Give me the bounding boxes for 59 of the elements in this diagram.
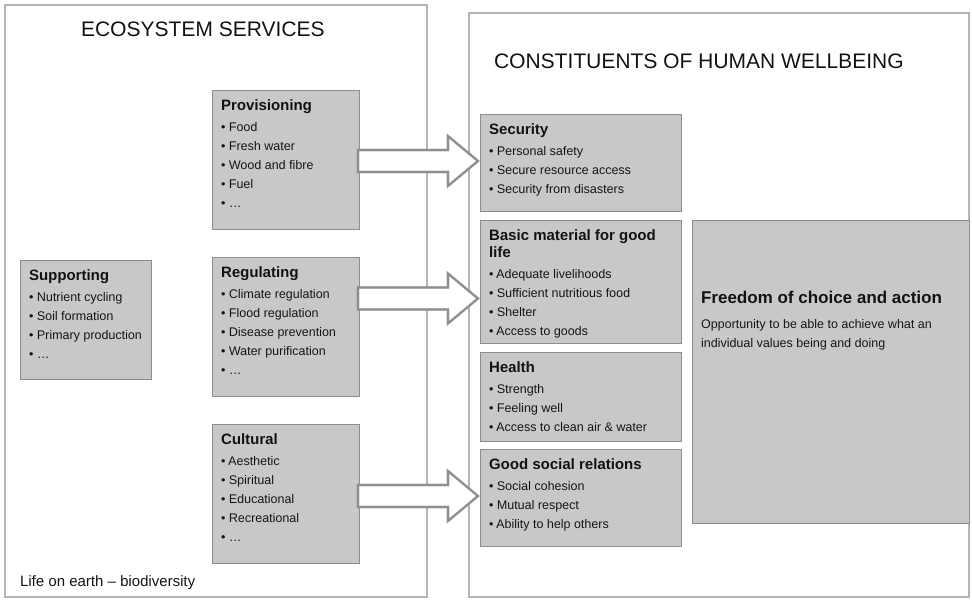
box-heading: Regulating	[221, 264, 300, 281]
list-item: • …	[221, 362, 242, 379]
list-item: • Fresh water	[221, 138, 296, 155]
list-item: • …	[29, 346, 50, 363]
category-box	[480, 449, 682, 547]
list-item: • Social cohesion	[489, 478, 586, 495]
list-item: • …	[221, 529, 242, 546]
box-heading: Good social relations	[489, 456, 643, 473]
box-heading: Supporting	[29, 267, 110, 284]
panel-title: ECOSYSTEM SERVICES	[81, 18, 325, 42]
box-heading: Cultural	[221, 431, 279, 448]
panel	[468, 12, 970, 598]
block-arrow	[356, 133, 480, 189]
list-item: • Primary production	[29, 327, 143, 344]
list-item: • Wood and fibre	[221, 157, 314, 174]
box-heading: Basic material for good life	[489, 227, 657, 261]
panel-footer-text: Life on earth – biodiversity	[20, 573, 196, 590]
box-heading: Health	[489, 359, 536, 376]
list-item: • Secure resource access	[489, 162, 632, 179]
panel-title: CONSTITUENTS OF HUMAN WELLBEING	[494, 50, 904, 74]
list-item: • Personal safety	[489, 143, 584, 160]
panel	[4, 4, 428, 598]
list-item: • Fuel	[221, 176, 254, 193]
list-item: • Sufficient nutritious food	[489, 285, 632, 302]
list-item: • Disease prevention	[221, 324, 337, 341]
list-item: • Spiritual	[221, 472, 276, 489]
list-item: • Soil formation	[29, 308, 114, 325]
category-box	[212, 257, 360, 397]
box-heading: Security	[489, 121, 550, 138]
list-item: • Flood regulation	[221, 305, 320, 322]
list-item: • Food	[221, 119, 258, 136]
block-arrow	[356, 270, 480, 326]
list-item: • Recreational	[221, 510, 300, 527]
category-box	[480, 352, 682, 442]
category-box	[480, 114, 682, 212]
box-heading: Freedom of choice and action	[701, 287, 943, 309]
list-item: • …	[221, 195, 242, 212]
list-item: • Shelter	[489, 304, 538, 321]
list-item: • Nutrient cycling	[29, 289, 124, 306]
list-item: • Feeling well	[489, 400, 564, 417]
box-heading: Provisioning	[221, 97, 313, 114]
category-box	[692, 220, 970, 524]
list-item: • Adequate livelihoods	[489, 266, 613, 283]
list-item: • Access to clean air & water	[489, 419, 648, 436]
list-item: • Strength	[489, 381, 546, 398]
category-box	[480, 220, 682, 344]
block-arrow	[356, 468, 480, 524]
description-text: Opportunity to be able to achieve what an individual values being and doing	[701, 316, 933, 352]
category-box	[212, 90, 360, 230]
list-item: • Security from disasters	[489, 181, 625, 198]
category-box	[20, 260, 152, 380]
list-item: • Aesthetic	[221, 453, 281, 470]
category-box	[212, 424, 360, 564]
list-item: • Educational	[221, 491, 296, 508]
list-item: • Mutual respect	[489, 497, 580, 514]
list-item: • Climate regulation	[221, 286, 331, 303]
list-item: • Access to goods	[489, 323, 589, 340]
list-item: • Ability to help others	[489, 516, 610, 533]
list-item: • Water purification	[221, 343, 327, 360]
